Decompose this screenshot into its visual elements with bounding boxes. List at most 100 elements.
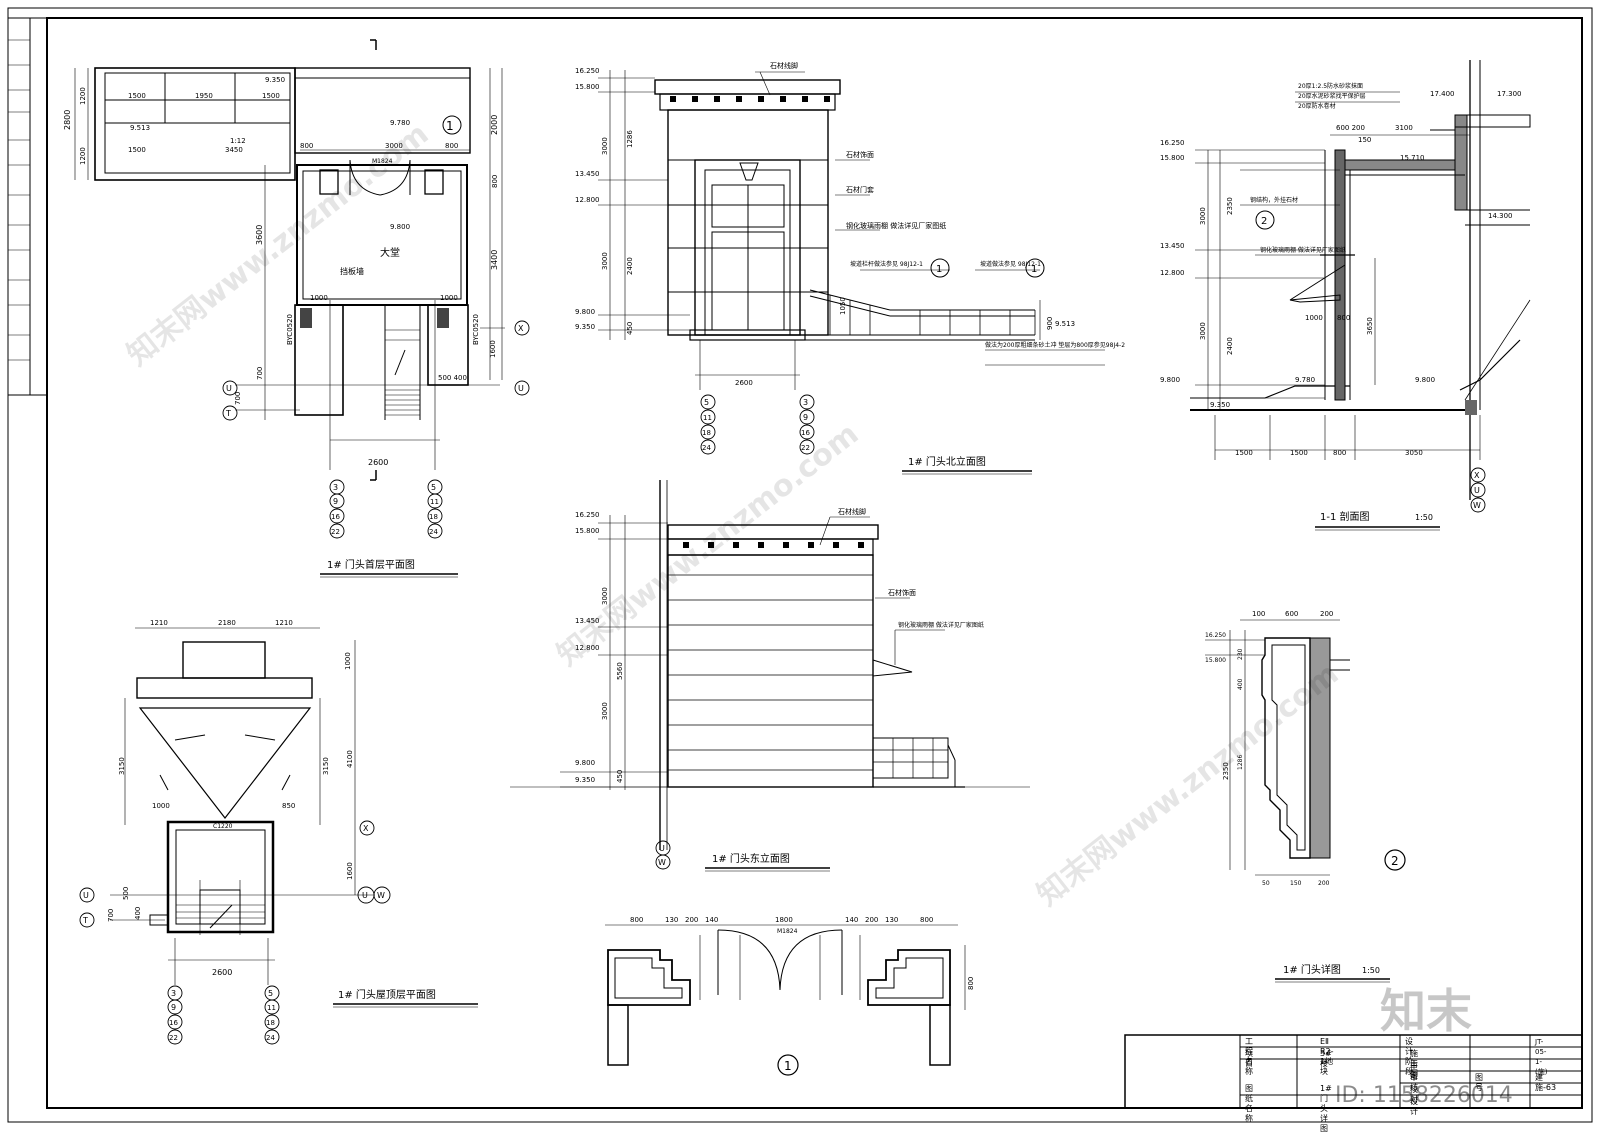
svg-text:5: 5 xyxy=(268,989,273,998)
svg-text:17.400: 17.400 xyxy=(1430,90,1455,98)
svg-text:9.513: 9.513 xyxy=(1055,320,1075,328)
svg-text:200: 200 xyxy=(1318,880,1330,887)
svg-text:9.350: 9.350 xyxy=(1210,401,1230,409)
ground-plan-title: 1# 门头首层平面图 xyxy=(327,558,415,571)
svg-text:U: U xyxy=(659,844,665,853)
svg-text:T: T xyxy=(82,916,88,925)
svg-text:800: 800 xyxy=(630,916,643,924)
svg-text:24: 24 xyxy=(266,1034,275,1042)
svg-text:1600: 1600 xyxy=(346,862,354,880)
svg-text:2600: 2600 xyxy=(212,968,232,977)
section-scale: 1:50 xyxy=(1415,513,1433,522)
svg-text:1500: 1500 xyxy=(1290,449,1308,457)
svg-text:800: 800 xyxy=(920,916,933,924)
svg-text:9.800: 9.800 xyxy=(1415,376,1435,384)
design-stage-label: 设计阶段 xyxy=(1405,1037,1413,1076)
svg-text:16.250: 16.250 xyxy=(575,511,600,519)
svg-text:130: 130 xyxy=(665,916,678,924)
section-note-1: 20厚1:2.5防水砂浆抹面 xyxy=(1298,82,1363,90)
svg-text:16: 16 xyxy=(801,429,810,437)
svg-text:3600: 3600 xyxy=(255,225,264,245)
section-note-4: 钢结构，外挂石材 xyxy=(1250,196,1298,204)
svg-text:3650: 3650 xyxy=(1366,317,1374,335)
svg-text:18: 18 xyxy=(266,1019,275,1027)
svg-text:9.513: 9.513 xyxy=(130,124,150,132)
svg-text:150: 150 xyxy=(1290,880,1302,887)
svg-text:18: 18 xyxy=(702,429,711,437)
svg-text:1200: 1200 xyxy=(79,87,87,105)
svg-text:3100: 3100 xyxy=(1395,124,1413,132)
east-note-3: 钢化玻璃雨棚 做法详见厂家图纸 xyxy=(898,621,984,629)
svg-text:5: 5 xyxy=(704,398,709,407)
svg-text:230: 230 xyxy=(1237,648,1244,660)
tb-row-3: 校 对 xyxy=(1410,1085,1426,1104)
svg-text:900: 900 xyxy=(1046,317,1054,330)
svg-text:5560: 5560 xyxy=(616,662,624,680)
svg-text:1500: 1500 xyxy=(128,146,146,154)
svg-text:9.800: 9.800 xyxy=(390,223,410,231)
svg-text:BYC0520: BYC0520 xyxy=(286,314,294,345)
svg-text:450: 450 xyxy=(626,322,634,335)
svg-text:12.800: 12.800 xyxy=(575,644,600,652)
svg-text:500 400: 500 400 xyxy=(438,374,467,382)
svg-text:22: 22 xyxy=(331,528,340,536)
north-note-5: 坡道栏杆做法参见 98J12-1 xyxy=(850,260,923,268)
svg-text:24: 24 xyxy=(429,528,438,536)
section-note-2: 20厚水泥砂浆找平保护层 xyxy=(1298,92,1366,100)
svg-text:140: 140 xyxy=(705,916,718,924)
svg-text:15.710: 15.710 xyxy=(1400,154,1425,162)
svg-text:13.450: 13.450 xyxy=(1160,242,1185,250)
svg-text:1286: 1286 xyxy=(626,130,634,148)
svg-text:3000: 3000 xyxy=(601,702,609,720)
svg-text:2600: 2600 xyxy=(735,379,753,387)
svg-text:130: 130 xyxy=(885,916,898,924)
svg-text:2000: 2000 xyxy=(490,115,499,135)
item-value: 3#楼 xyxy=(1320,1049,1332,1068)
svg-text:1600: 1600 xyxy=(489,340,497,358)
svg-text:800: 800 xyxy=(1333,449,1346,457)
detail-scale: 1:50 xyxy=(1362,966,1380,975)
svg-text:3000: 3000 xyxy=(1199,322,1207,340)
svg-text:X: X xyxy=(363,824,369,833)
svg-text:3150: 3150 xyxy=(118,757,126,775)
svg-text:U: U xyxy=(518,384,524,393)
svg-text:200: 200 xyxy=(685,916,698,924)
svg-text:3400: 3400 xyxy=(490,250,499,270)
svg-text:1: 1 xyxy=(446,119,454,133)
drawing-no-value: 建施-63 xyxy=(1535,1073,1557,1092)
svg-text:9.350: 9.350 xyxy=(265,76,285,84)
svg-text:400: 400 xyxy=(1237,678,1244,690)
east-elevation-title: 1# 门头东立面图 xyxy=(712,852,790,865)
north-note-7: 做法为200厚粗细条砂土冲 垫层为800厚参见98J4-2 xyxy=(985,341,1125,349)
svg-text:850: 850 xyxy=(282,802,295,810)
section-note-3: 20厚防水卷材 xyxy=(1298,102,1336,110)
svg-text:22: 22 xyxy=(801,444,810,452)
svg-text:11: 11 xyxy=(430,498,439,506)
svg-text:11: 11 xyxy=(703,414,712,422)
svg-text:1050: 1050 xyxy=(839,297,847,315)
svg-text:15.800: 15.800 xyxy=(575,83,600,91)
svg-text:800: 800 xyxy=(300,142,313,150)
svg-text:16: 16 xyxy=(169,1019,178,1027)
svg-text:700: 700 xyxy=(256,367,264,380)
svg-text:X: X xyxy=(518,324,524,333)
svg-text:12.800: 12.800 xyxy=(575,196,600,204)
roof-plan-title: 1# 门头屋顶层平面图 xyxy=(338,988,436,1001)
svg-text:1000: 1000 xyxy=(344,652,352,670)
svg-text:16: 16 xyxy=(331,513,340,521)
svg-text:450: 450 xyxy=(616,770,624,783)
svg-text:200: 200 xyxy=(865,916,878,924)
svg-text:1950: 1950 xyxy=(195,92,213,100)
north-note-2: 石材饰面 xyxy=(846,150,874,159)
north-note-3: 石材门套 xyxy=(846,185,874,194)
svg-text:W: W xyxy=(658,858,666,867)
svg-text:2350: 2350 xyxy=(1222,762,1230,780)
svg-text:1000: 1000 xyxy=(310,294,328,302)
design-stage-value: 施工图 xyxy=(1410,1049,1418,1078)
svg-text:9.800: 9.800 xyxy=(1160,376,1180,384)
svg-text:1: 1 xyxy=(936,264,942,275)
